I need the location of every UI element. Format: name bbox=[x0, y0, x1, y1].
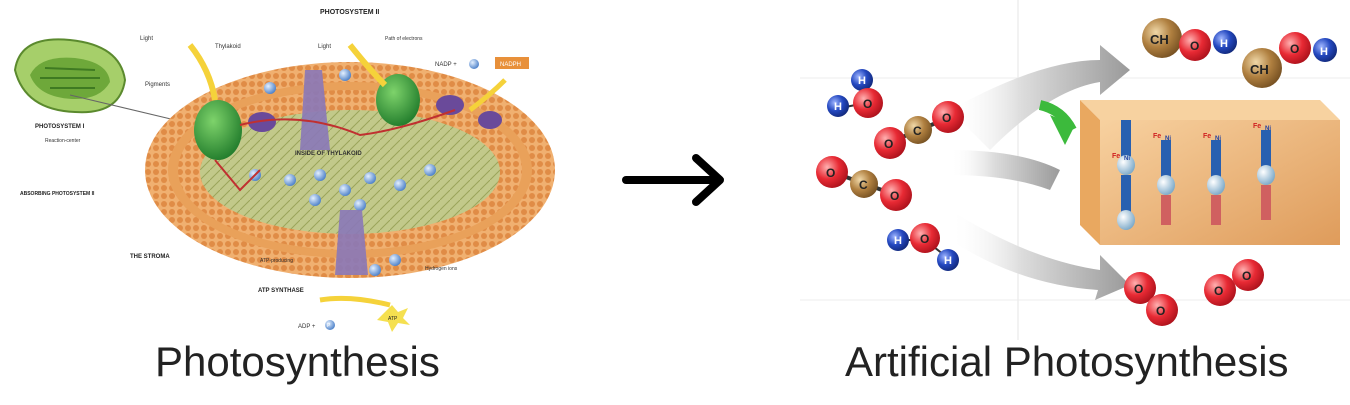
svg-text:O: O bbox=[1290, 42, 1299, 56]
svg-text:H: H bbox=[1320, 46, 1328, 58]
catalyst-labels: Fe Ni Fe Ni Fe Ni Fe Ni bbox=[1112, 123, 1271, 162]
svg-text:Thylakoid: Thylakoid bbox=[215, 44, 241, 50]
o2-molecule-b: O O bbox=[1204, 259, 1264, 306]
svg-text:ABSORBING PHOTOSYSTEM II: ABSORBING PHOTOSYSTEM II bbox=[20, 191, 95, 197]
thylakoid-lumen bbox=[200, 110, 500, 234]
methanol-molecule-b: CH O H bbox=[1242, 32, 1337, 88]
svg-text:C: C bbox=[913, 124, 922, 138]
label-photosystem-ii: PHOTOSYSTEM II bbox=[320, 9, 379, 16]
svg-text:NADPH: NADPH bbox=[500, 62, 521, 68]
caption-photosynthesis: Photosynthesis bbox=[155, 338, 440, 385]
water-molecule-top: H O H bbox=[827, 69, 883, 118]
svg-text:H: H bbox=[834, 101, 842, 113]
hydrogen-ions bbox=[249, 69, 436, 276]
svg-text:O: O bbox=[942, 111, 951, 125]
right-arrow-icon bbox=[622, 154, 724, 206]
svg-text:C: C bbox=[859, 178, 868, 192]
svg-text:O: O bbox=[884, 137, 893, 151]
svg-text:Reaction-center: Reaction-center bbox=[45, 138, 81, 144]
svg-text:O: O bbox=[826, 166, 835, 180]
svg-text:H: H bbox=[944, 255, 952, 267]
svg-text:H: H bbox=[894, 235, 902, 247]
thylakoid-diagram: PHOTOSYSTEM II Light Thylakoid Light Pat… bbox=[0, 0, 560, 340]
svg-text:Fe: Fe bbox=[1203, 133, 1211, 140]
svg-text:CH: CH bbox=[1150, 32, 1169, 47]
svg-text:Light: Light bbox=[140, 36, 153, 42]
reaction-flow bbox=[950, 45, 1130, 300]
artificial-photosynthesis-diagram: Fe Ni Fe Ni Fe Ni Fe Ni H O H O C bbox=[800, 0, 1350, 340]
svg-text:ATP SYNTHASE: ATP SYNTHASE bbox=[258, 288, 304, 294]
svg-text:PHOTOSYSTEM I: PHOTOSYSTEM I bbox=[35, 124, 85, 130]
svg-text:H: H bbox=[858, 75, 866, 87]
svg-text:CH: CH bbox=[1250, 62, 1269, 77]
svg-text:O: O bbox=[1134, 282, 1143, 296]
water-molecule-bottom: H O H bbox=[887, 223, 959, 271]
svg-text:ATP: ATP bbox=[388, 316, 398, 322]
svg-text:Ni: Ni bbox=[1124, 156, 1130, 162]
svg-text:Path of electrons: Path of electrons bbox=[385, 36, 423, 42]
methanol-molecule-a: CH O H bbox=[1142, 18, 1237, 61]
svg-text:O: O bbox=[1242, 269, 1251, 283]
svg-text:INSIDE OF THYLAKOID: INSIDE OF THYLAKOID bbox=[295, 151, 362, 157]
svg-text:O: O bbox=[920, 232, 929, 246]
svg-text:O: O bbox=[1190, 39, 1199, 53]
caption-artificial-photosynthesis: Artificial Photosynthesis bbox=[845, 338, 1289, 385]
svg-text:Ni: Ni bbox=[1265, 126, 1271, 132]
svg-text:THE STROMA: THE STROMA bbox=[130, 254, 170, 260]
co2-molecule-a: O C O bbox=[874, 101, 964, 159]
svg-text:Fe: Fe bbox=[1153, 133, 1161, 140]
svg-text:O: O bbox=[890, 189, 899, 203]
svg-text:O: O bbox=[1156, 304, 1165, 318]
svg-text:H: H bbox=[1220, 38, 1228, 50]
svg-text:Ni: Ni bbox=[1165, 136, 1171, 142]
svg-text:NADP +: NADP + bbox=[435, 62, 457, 68]
svg-text:O: O bbox=[863, 97, 872, 111]
co2-molecule-b: O C O bbox=[816, 156, 912, 211]
svg-text:Hydrogen ions: Hydrogen ions bbox=[425, 266, 458, 272]
catalyst-electrode bbox=[1038, 100, 1340, 245]
svg-text:ATP-producing: ATP-producing bbox=[260, 258, 293, 264]
photosystem-proteins bbox=[194, 70, 502, 275]
svg-text:Light: Light bbox=[318, 44, 331, 50]
svg-text:Pigments: Pigments bbox=[145, 82, 170, 88]
svg-text:ADP +: ADP + bbox=[298, 324, 316, 330]
svg-text:Fe: Fe bbox=[1253, 123, 1261, 130]
svg-text:Ni: Ni bbox=[1215, 136, 1221, 142]
svg-text:P: P bbox=[327, 323, 331, 329]
o2-molecule-a: O O bbox=[1124, 272, 1178, 326]
svg-text:Fe: Fe bbox=[1112, 153, 1120, 160]
svg-text:O: O bbox=[1214, 284, 1223, 298]
catalyst-pillars bbox=[1117, 120, 1275, 230]
chloroplast-icon bbox=[13, 38, 127, 114]
